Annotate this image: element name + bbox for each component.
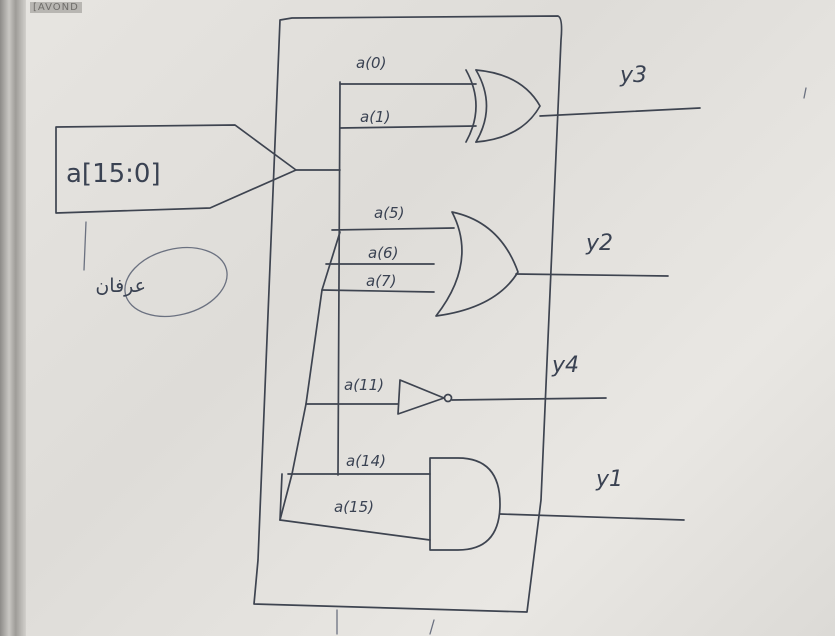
bus-trunk: [295, 81, 341, 476]
not-output-label: y4: [551, 353, 579, 378]
not-gate-bubble: [443, 393, 453, 403]
and-input-15-label: a(15): [334, 498, 374, 516]
board-brand-label: [AVOND: [30, 2, 82, 13]
xor-input-0-label: a(0): [356, 54, 386, 72]
and-input-15-wire: [279, 473, 431, 541]
bus-trunk-lower: [279, 231, 341, 521]
not-gate: [397, 379, 445, 415]
bus-label: a[15:0]: [66, 159, 161, 189]
or-input-5-wire: [331, 227, 455, 231]
or-input-5-label: a(5): [374, 204, 404, 222]
xor-input-1-wire: [339, 125, 477, 129]
and-output-label: y1: [595, 467, 623, 492]
or-gate: [435, 211, 519, 317]
or-input-6-label: a(6): [368, 244, 398, 262]
xor-output-wire: [539, 107, 701, 117]
note-ellipse: [124, 246, 228, 318]
xor-gate: [465, 69, 541, 143]
or-input-7-label: a(7): [366, 272, 396, 290]
not-output-wire: [451, 397, 607, 401]
boundary-tick: [429, 619, 435, 635]
and-input-14-label: a(14): [346, 452, 386, 470]
xor-output-label: y3: [619, 63, 647, 88]
or-output-wire: [515, 273, 669, 277]
module-boundary: [253, 15, 563, 613]
or-input-7-wire: [321, 289, 435, 293]
bus-input-tick: [83, 221, 87, 271]
bus-input-block: [55, 124, 297, 214]
and-gate: [429, 457, 501, 551]
or-output-label: y2: [585, 231, 613, 256]
stray-mark: [803, 87, 807, 99]
xor-input-1-label: a(1): [360, 108, 390, 126]
note-text: عرفان: [95, 275, 146, 297]
not-input-label: a(11): [344, 376, 384, 394]
whiteboard-frame: [0, 0, 26, 636]
and-output-wire: [499, 513, 685, 521]
